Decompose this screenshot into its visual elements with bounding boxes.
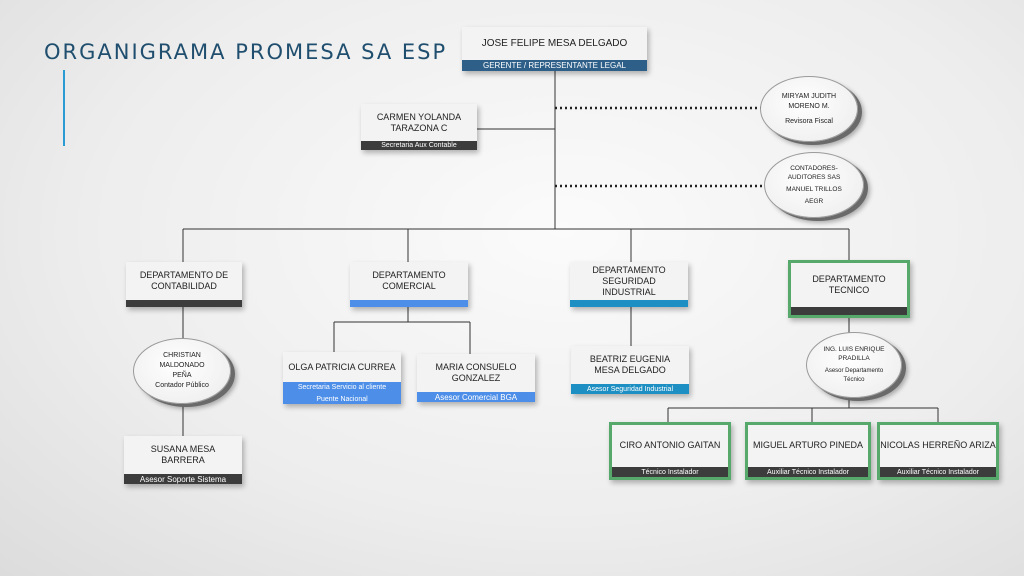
miguel-box: MIGUEL ARTURO PINEDA Auxiliar Técnico In… bbox=[745, 422, 871, 480]
contadores-line4: AEGR bbox=[804, 198, 824, 205]
secretaria-role: Secretaria Aux Contable bbox=[361, 141, 477, 150]
secretaria-box: CARMEN YOLANDA TARAZONA C Secretaria Aux… bbox=[361, 104, 477, 150]
susana-box: SUSANA MESA BARRERA Asesor Soporte Siste… bbox=[124, 436, 242, 484]
contadores-ellipse: CONTADORES- AUDITORES SAS MANUEL TRILLOS… bbox=[764, 152, 864, 218]
miguel-role: Auxiliar Técnico Instalador bbox=[748, 467, 868, 477]
maria-role: Asesor Comercial BGA bbox=[417, 392, 535, 402]
dept-comercial-strip bbox=[350, 300, 468, 307]
luis-role2: Técnico bbox=[843, 377, 865, 383]
maria-name: MARIA CONSUELO GONZALEZ bbox=[435, 362, 517, 383]
ciro-name: CIRO ANTONIO GAITAN bbox=[619, 439, 721, 450]
contadores-line1: CONTADORES- bbox=[790, 165, 838, 172]
miguel-name: MIGUEL ARTURO PINEDA bbox=[752, 439, 864, 450]
dept-seguridad-name: DEPARTAMENTO SEGURIDAD INDUSTRIAL bbox=[592, 264, 666, 297]
dept-contabilidad-name: DEPARTAMENTO DE CONTABILIDAD bbox=[139, 270, 229, 291]
luis-role1: Asesor Departamento bbox=[824, 368, 884, 374]
olga-box: OLGA PATRICIA CURREA Secretaria Servicio… bbox=[283, 352, 401, 404]
dept-comercial-name: DEPARTAMENTO COMERCIAL bbox=[372, 270, 446, 291]
olga-role-line2: Puente Nacional bbox=[316, 395, 368, 403]
beatriz-box: BEATRIZ EUGENIA MESA DELGADO Asesor Segu… bbox=[571, 346, 689, 394]
nicolas-box: NICOLAS HERREÑO ARIZA Auxiliar Técnico I… bbox=[877, 422, 999, 480]
christian-line2: MALDONADO bbox=[159, 362, 205, 369]
dept-seguridad-box: DEPARTAMENTO SEGURIDAD INDUSTRIAL bbox=[570, 262, 688, 307]
revisora-line2: MORENO M. bbox=[788, 102, 830, 110]
dept-tecnico-box: DEPARTAMENTO TECNICO bbox=[788, 260, 910, 318]
christian-ellipse: CHRISTIAN MALDONADO PEÑA Contador Públic… bbox=[133, 338, 231, 404]
ceo-role: GERENTE / REPRESENTANTE LEGAL bbox=[462, 60, 647, 71]
beatriz-name: BEATRIZ EUGENIA MESA DELGADO bbox=[589, 354, 671, 375]
susana-role: Asesor Soporte Sistema bbox=[124, 474, 242, 484]
nicolas-role: Auxiliar Técnico Instalador bbox=[880, 467, 996, 477]
olga-role-line1: Secretaria Servicio al cliente bbox=[297, 383, 387, 391]
contadores-line3: MANUEL TRILLOS bbox=[786, 186, 842, 193]
dept-contabilidad-strip bbox=[126, 300, 242, 307]
nicolas-name: NICOLAS HERREÑO ARIZA bbox=[880, 439, 996, 450]
olga-role: Secretaria Servicio al cliente Puente Na… bbox=[283, 382, 401, 404]
dept-comercial-box: DEPARTAMENTO COMERCIAL bbox=[350, 262, 468, 307]
luis-line2: PRADILLA bbox=[838, 355, 870, 362]
revisora-ellipse: MIRYAM JUDITH MORENO M. Revisora Fiscal bbox=[760, 76, 858, 142]
luis-line1: ING. LUIS ENRIQUE bbox=[823, 346, 885, 353]
dept-seguridad-strip bbox=[570, 300, 688, 307]
christian-line3: PEÑA bbox=[172, 372, 192, 379]
dept-tecnico-name: DEPARTAMENTO TECNICO bbox=[812, 274, 886, 295]
revisora-line1: MIRYAM JUDITH bbox=[781, 92, 837, 100]
revisora-role: Revisora Fiscal bbox=[785, 117, 833, 125]
ceo-name: JOSE FELIPE MESA DELGADO bbox=[481, 38, 628, 49]
ceo-box: JOSE FELIPE MESA DELGADO GERENTE / REPRE… bbox=[462, 27, 647, 71]
title-accent-bar bbox=[63, 70, 65, 146]
olga-name: OLGA PATRICIA CURREA bbox=[288, 361, 396, 372]
contadores-line2: AUDITORES SAS bbox=[787, 174, 841, 181]
dept-tecnico-strip bbox=[791, 307, 907, 315]
dept-contabilidad-box: DEPARTAMENTO DE CONTABILIDAD bbox=[126, 262, 242, 307]
ciro-role: Técnico Instalador bbox=[612, 467, 728, 477]
ciro-box: CIRO ANTONIO GAITAN Técnico Instalador bbox=[609, 422, 731, 480]
secretaria-name: CARMEN YOLANDA TARAZONA C bbox=[376, 112, 462, 133]
christian-line1: CHRISTIAN bbox=[163, 352, 201, 359]
beatriz-role: Asesor Seguridad Industrial bbox=[571, 384, 689, 394]
maria-box: MARIA CONSUELO GONZALEZ Asesor Comercial… bbox=[417, 354, 535, 402]
page-title: ORGANIGRAMA PROMESA SA ESP bbox=[44, 40, 448, 64]
christian-role: Contador Público bbox=[155, 382, 209, 389]
susana-name: SUSANA MESA BARRERA bbox=[150, 444, 216, 465]
luis-ellipse: ING. LUIS ENRIQUE PRADILLA Asesor Depart… bbox=[806, 332, 902, 398]
